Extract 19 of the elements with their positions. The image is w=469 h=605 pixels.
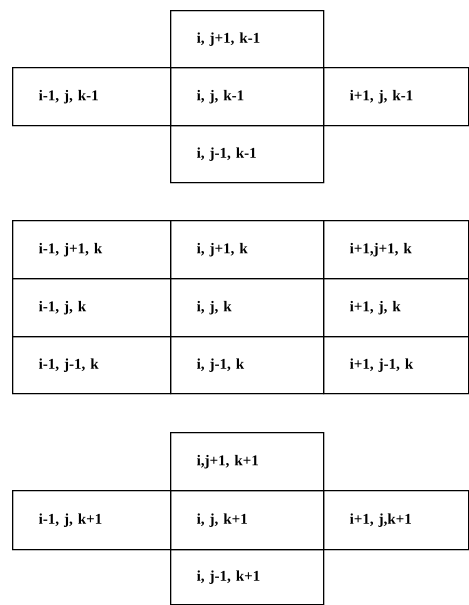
grid-cell: i, j, k <box>170 278 324 338</box>
grid-cell: i, j-1, k <box>170 336 324 394</box>
grid-cell: i-1, j-1, k <box>12 336 172 394</box>
grid-cell: i, j-1, k+1 <box>170 549 324 605</box>
grid-cell: i+1, j, k <box>323 278 469 338</box>
grid-cell: i-1, j, k-1 <box>12 67 172 126</box>
grid-cell: i+1, j-1, k <box>323 336 469 394</box>
grid-cell: i+1, j,k+1 <box>323 490 469 550</box>
grid-cell: i, j, k+1 <box>170 490 324 550</box>
grid-cell: i,j+1, k+1 <box>170 432 324 492</box>
grid-cell: i, j+1, k <box>170 220 324 280</box>
grid-cell: i, j, k-1 <box>170 67 324 126</box>
grid-cell: i+1,j+1, k <box>323 220 469 280</box>
grid-cell: i, j-1, k-1 <box>170 125 324 184</box>
grid-cell: i-1, j+1, k <box>12 220 172 280</box>
grid-cell: i+1, j, k-1 <box>323 67 469 126</box>
grid-cell: i, j+1, k-1 <box>170 10 324 68</box>
grid-cell: i-1, j, k+1 <box>12 490 172 550</box>
grid-cell: i-1, j, k <box>12 278 172 338</box>
